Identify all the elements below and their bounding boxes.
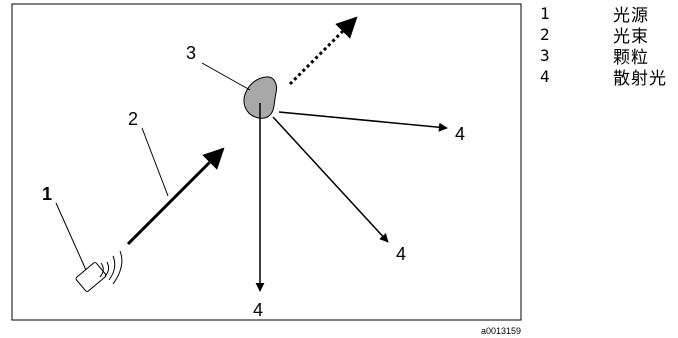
transmitted-beam-arrow <box>288 16 358 86</box>
legend-key: 4 <box>540 67 550 86</box>
callout-leader-3 <box>201 62 251 91</box>
callout-label-3: 3 <box>186 43 196 63</box>
legend-label: 光束 <box>613 27 649 47</box>
callout-label-4-right: 4 <box>455 124 465 144</box>
legend: 1 光源 2 光束 3 颗粒 4 散射光 <box>540 3 667 89</box>
callout-label-4-diagonal: 4 <box>396 244 406 264</box>
legend-key: 1 <box>540 4 550 23</box>
light-waves-icon <box>104 250 123 285</box>
legend-row: 1 光源 <box>540 3 667 26</box>
callout-leader-2 <box>141 127 169 197</box>
scattered-light-arrow-diagonal <box>272 116 389 243</box>
callout-label-4-down: 4 <box>253 300 263 320</box>
legend-label: 颗粒 <box>613 48 649 68</box>
light-source-icon <box>75 262 107 292</box>
light-beam-arrow <box>126 147 225 246</box>
diagram-frame <box>11 3 522 321</box>
legend-row: 4 散射光 <box>540 66 667 89</box>
callout-label-1: 1 <box>42 184 52 204</box>
scattered-light-arrow-right <box>278 111 448 132</box>
legend-key: 3 <box>540 46 550 65</box>
callout-label-2: 2 <box>128 109 138 129</box>
particle-shape <box>243 76 277 119</box>
legend-row: 2 光束 <box>540 24 667 47</box>
callout-leader-1 <box>55 202 87 271</box>
legend-key: 2 <box>540 25 550 44</box>
legend-row: 3 颗粒 <box>540 45 667 68</box>
legend-label: 散射光 <box>613 69 667 89</box>
figure-id: a0013159 <box>481 326 521 336</box>
legend-label: 光源 <box>613 6 649 26</box>
